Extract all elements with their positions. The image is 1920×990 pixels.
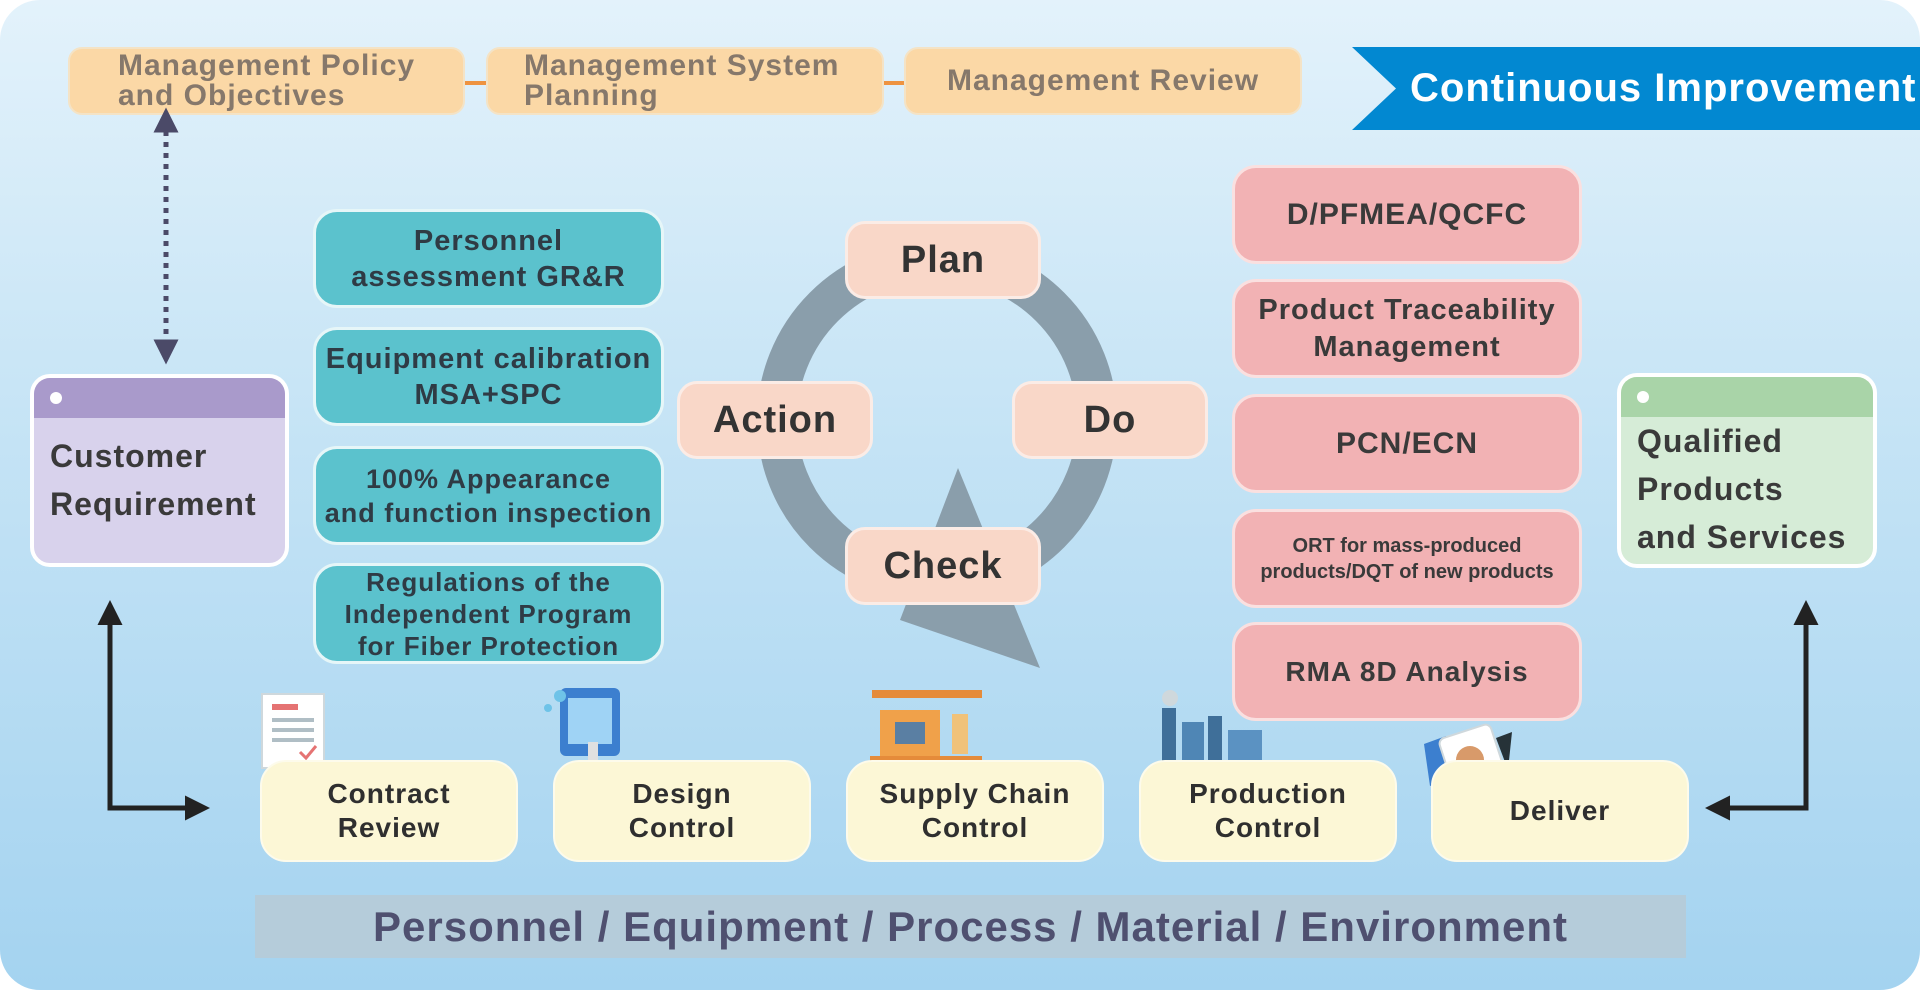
resources-label: Personnel / Equipment / Process / Materi…	[373, 902, 1568, 950]
qualified-line-3: and Services	[1637, 519, 1847, 555]
customer-requirement-card: Customer Requirement	[30, 374, 289, 567]
personnel-line-2: assessment GR&R	[351, 260, 626, 293]
contract-document-icon	[261, 693, 325, 769]
ort-dqt-box: ORT for mass-produced products/DQT of ne…	[1232, 509, 1582, 608]
policy-line-1: Management Policy	[118, 49, 416, 82]
qualified-line-1: Qualified	[1637, 423, 1783, 459]
pdca-do: Do	[1012, 381, 1208, 459]
appearance-inspection-box: 100% Appearance and function inspection	[313, 446, 664, 545]
pdca-action: Action	[677, 381, 873, 459]
system-line-1: Management System	[524, 49, 840, 82]
management-review-box: Management Review	[904, 47, 1302, 115]
deliver-label: Deliver	[1509, 795, 1611, 826]
pcn-ecn-box: PCN/ECN	[1232, 394, 1582, 493]
policy-line-2: and Objectives	[118, 79, 346, 112]
production-plant-icon	[1162, 690, 1262, 762]
do-label: Do	[1083, 398, 1137, 441]
supply-line-2: Control	[921, 812, 1029, 843]
qualified-line-2: Products	[1637, 471, 1784, 507]
policy-objectives-box: Management Policy and Objectives	[68, 47, 465, 115]
customer-to-contract-arrow	[97, 600, 210, 821]
supply-line-1: Supply Chain	[879, 778, 1071, 809]
pdca-check: Check	[845, 527, 1041, 605]
production-control-box: Production Control	[1139, 760, 1397, 862]
customer-card-header	[34, 378, 285, 418]
contract-line-1: Contract	[327, 778, 451, 809]
plan-label: Plan	[900, 238, 986, 281]
traceability-line-2: Management	[1313, 330, 1501, 363]
design-control-box: Design Control	[553, 760, 811, 862]
qualified-products-card: Qualified Products and Services	[1617, 373, 1877, 568]
customer-card-dot	[50, 392, 62, 404]
design-screen-icon	[544, 688, 620, 772]
regulations-line-1: Regulations of the	[366, 566, 611, 597]
design-line-1: Design	[632, 778, 732, 809]
review-label: Management Review	[946, 64, 1260, 97]
contract-line-2: Review	[337, 812, 441, 843]
supply-chain-control-box: Supply Chain Control	[846, 760, 1104, 862]
contract-review-box: Contract Review	[260, 760, 518, 862]
supply-chain-factory-icon	[870, 690, 982, 762]
check-label: Check	[883, 544, 1003, 587]
personnel-line-1: Personnel	[413, 224, 564, 257]
deliver-box: Deliver	[1431, 760, 1689, 862]
equipment-calibration-box: Equipment calibration MSA+SPC	[313, 327, 664, 426]
pdca-plan: Plan	[845, 221, 1041, 299]
pcn-label: PCN/ECN	[1335, 426, 1478, 460]
fmea-box: D/PFMEA/QCFC	[1232, 165, 1582, 264]
personnel-assessment-box: Personnel assessment GR&R	[313, 209, 664, 308]
traceability-box: Product Traceability Management	[1232, 279, 1582, 378]
traceability-line-1: Product Traceability	[1258, 293, 1556, 326]
equipment-line-2: MSA+SPC	[414, 378, 563, 411]
appearance-line-1: 100% Appearance	[365, 463, 612, 494]
policy-connector-1	[465, 81, 486, 85]
rma-8d-box: RMA 8D Analysis	[1232, 622, 1582, 721]
banner-label: Continuous Improvement	[1410, 66, 1917, 110]
rma-label: RMA 8D Analysis	[1285, 655, 1529, 687]
deliver-to-qualified-arrow	[1705, 600, 1819, 821]
production-line-1: Production	[1189, 778, 1347, 809]
equipment-line-1: Equipment calibration	[325, 342, 652, 375]
regulations-line-3: for Fiber Protection	[357, 630, 620, 661]
customer-line-1: Customer	[50, 438, 208, 474]
system-line-2: Planning	[524, 79, 659, 112]
customer-line-2: Requirement	[50, 486, 257, 522]
regulations-line-2: Independent Program	[344, 598, 633, 629]
production-line-2: Control	[1214, 812, 1322, 843]
qualified-card-text: Qualified Products and Services	[1621, 417, 1873, 561]
policy-connector-2	[884, 81, 904, 85]
system-planning-box: Management System Planning	[486, 47, 884, 115]
customer-card-text: Customer Requirement	[34, 418, 285, 528]
fmea-label: D/PFMEA/QCFC	[1286, 197, 1528, 231]
resources-bar: Personnel / Equipment / Process / Materi…	[255, 895, 1686, 958]
ort-line-2: products/DQT of new products	[1260, 560, 1554, 583]
design-line-2: Control	[628, 812, 736, 843]
continuous-improvement-banner: Continuous Improvement	[1352, 47, 1920, 130]
fiber-protection-box: Regulations of the Independent Program f…	[313, 563, 664, 664]
appearance-line-2: and function inspection	[324, 497, 653, 528]
action-label: Action	[712, 398, 838, 441]
ort-line-1: ORT for mass-produced	[1292, 534, 1522, 557]
qualified-card-header	[1621, 377, 1873, 417]
qualified-card-dot	[1637, 391, 1649, 403]
